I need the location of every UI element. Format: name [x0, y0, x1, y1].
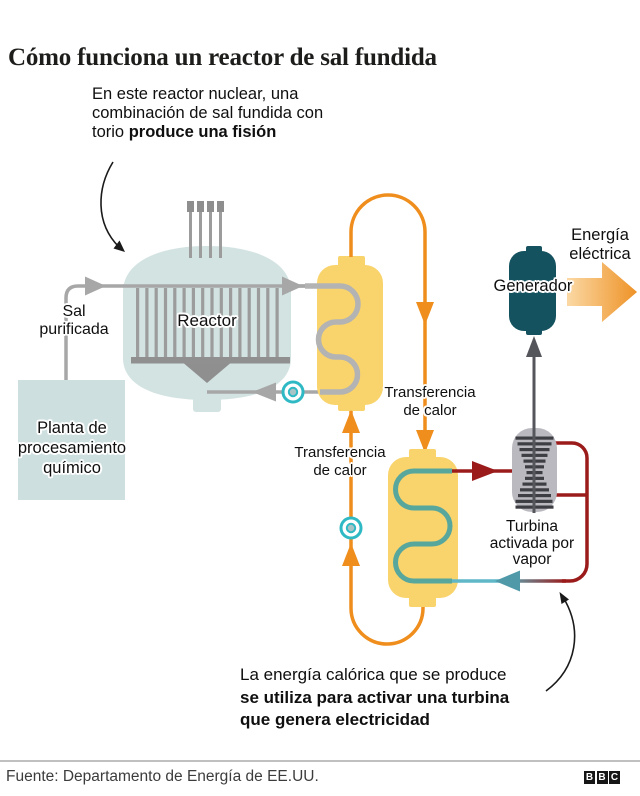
- pipe-arrow-right-icon: [85, 276, 106, 296]
- reactor-label: Reactor: [177, 311, 237, 330]
- bbc-logo-block: C: [609, 771, 620, 784]
- bbc-logo: B B C: [584, 771, 620, 784]
- chemical-plant-box: [18, 380, 125, 500]
- salt-feed-pipe: [64, 276, 310, 380]
- generator: [509, 246, 556, 335]
- steam-arrow-right-icon: [472, 461, 498, 481]
- water-arrow-left-icon: [495, 570, 520, 592]
- bbc-logo-block: B: [584, 771, 595, 784]
- funnel-icon: [184, 363, 230, 383]
- primary-coil: [305, 283, 361, 395]
- source-credit: Fuente: Departamento de Energía de EE.UU…: [6, 768, 319, 785]
- annotation-top-line2: combinación de sal fundida con: [92, 104, 324, 122]
- secondary-coil: [393, 468, 453, 584]
- annotation-arrow-top: [100, 161, 125, 252]
- shaft-arrow-up-icon: [526, 336, 542, 357]
- annotation-top-line3: torio produce una fisión: [92, 123, 277, 141]
- annotation-bottom-line1: La energía calórica que se produce: [240, 665, 507, 684]
- annotation-top: En este reactor nuclear, una combinación…: [92, 85, 392, 142]
- heat-transfer-left-label: Transferencia de calor: [294, 444, 386, 479]
- annotation-bottom-line2: se utiliza para activar una turbina: [240, 687, 510, 707]
- pipe-arrow-left-icon: [252, 382, 276, 402]
- pump-icon: [281, 380, 305, 404]
- bbc-logo-block: B: [596, 771, 608, 784]
- turbine-label: Turbina activada por vapor: [489, 518, 575, 568]
- pump-icon: [339, 516, 363, 540]
- orange-arrow-down-icon: [416, 302, 434, 325]
- orange-arrow-up-icon: [342, 410, 360, 433]
- annotation-bottom-line3: que genera electricidad: [240, 710, 430, 729]
- heat-exchanger-primary: [305, 256, 383, 411]
- generator-label: Generador: [493, 277, 573, 295]
- heat-transfer-right-label: Transferencia de calor: [384, 384, 476, 419]
- reactor-crossing-pipe: [123, 276, 312, 296]
- orange-arrow-down-icon: [416, 430, 434, 453]
- annotation-arrow-bottom: [545, 592, 576, 692]
- purified-salt-label: Sal purificada: [39, 303, 109, 338]
- heat-exchanger-secondary: [388, 449, 458, 607]
- secondary-loop-pipe: [342, 193, 434, 646]
- turbine-shaft: [526, 336, 542, 513]
- orange-arrow-up-icon: [342, 543, 360, 566]
- annotation-top-line1: En este reactor nuclear, una: [92, 85, 299, 103]
- electric-energy-label: Energía eléctrica: [569, 226, 631, 263]
- processing-plant-label: Planta de procesamiento químico: [17, 419, 127, 477]
- page-title: Cómo funciona un reactor de sal fundida: [8, 43, 437, 71]
- electric-energy-arrow: [567, 262, 637, 322]
- fuel-rods: [131, 288, 290, 383]
- annotation-bottom: La energía calórica que se produce se ut…: [240, 664, 560, 732]
- steam-pipe: [452, 441, 589, 592]
- control-rods: [187, 201, 224, 258]
- pipe-arrow-right-icon: [282, 276, 303, 296]
